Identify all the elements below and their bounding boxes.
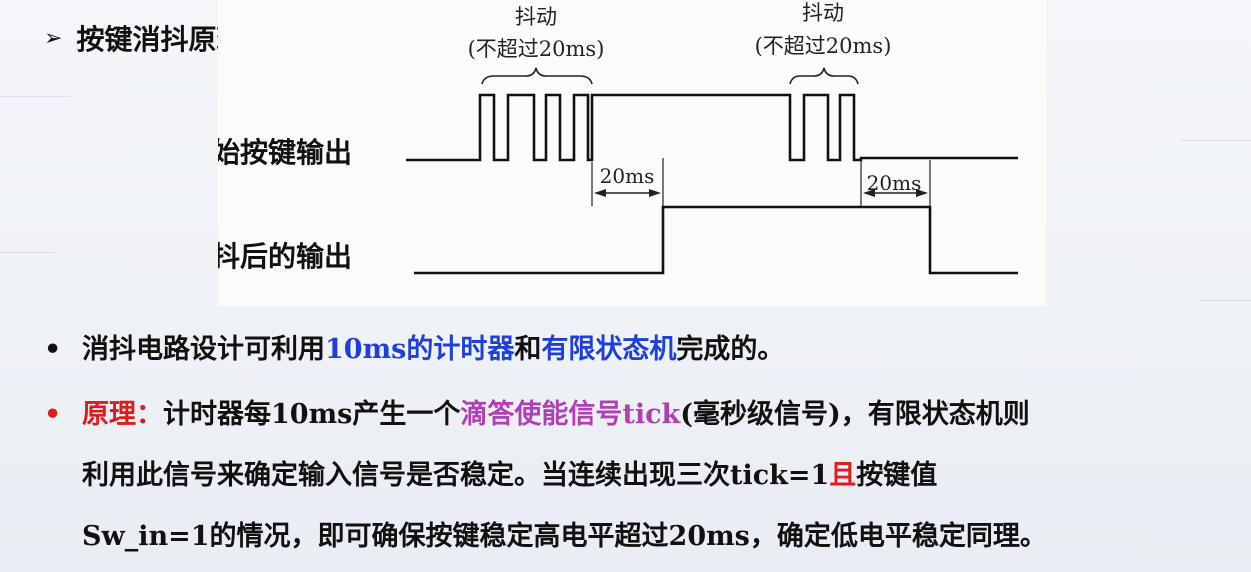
bounce-note-1: (不超过20ms)	[468, 37, 605, 61]
arrow-bullet-icon: ➢	[44, 25, 63, 51]
bullet-item-2-line-2: 利用此信号来确定输入信号是否稳定。当连续出现三次tick=1且按键值	[82, 460, 937, 492]
bullet-item-1: • 消抖电路设计可利用10ms的计时器和有限状态机完成的。	[44, 334, 784, 366]
bullet-dot: •	[44, 399, 62, 430]
principle-label: 原理：	[82, 399, 163, 430]
debounced-waveform	[414, 205, 1018, 275]
bullet-text: 计时器每10ms产生一个	[163, 399, 461, 430]
timing-diagram: 原始按键输出 消抖后的输出 抖动 (不超过20ms) 抖动 (不超过20ms) …	[218, 1, 1018, 275]
bounce-brace-2	[789, 67, 859, 85]
background-line	[1200, 300, 1251, 301]
bullet-text: 消抖电路设计可利用	[82, 334, 325, 365]
background-line	[1180, 140, 1251, 141]
bounce-brace-1	[481, 67, 593, 85]
bullet-item-2: • 原理：计时器每10ms产生一个滴答使能信号tick(毫秒级信号)，有限状态机则	[44, 399, 1030, 431]
background-line	[0, 252, 55, 253]
raw-button-waveform	[406, 93, 1018, 162]
bounce-note-2: (不超过20ms)	[755, 34, 892, 58]
bullet-item-2-line-3: Sw_in=1的情况，即可确保按键稳定高电平超过20ms，确定低电平稳定同理。	[82, 521, 1047, 553]
bullet-text: Sw_in=1的情况，即可确保按键稳定高电平超过20ms，确定低电平稳定同理。	[82, 521, 1047, 552]
bullet-text: (毫秒级信号)，有限状态机则	[680, 399, 1030, 430]
heading-row: ➢ 按键消抖原理	[44, 18, 244, 58]
background-line	[0, 96, 70, 97]
raw-output-label: 原始按键输出	[218, 136, 352, 169]
timing-diagram-panel: 原始按键输出 消抖后的输出 抖动 (不超过20ms) 抖动 (不超过20ms) …	[218, 0, 1046, 306]
arrowhead-left-icon	[594, 189, 606, 197]
bullet-dot: •	[44, 334, 62, 365]
highlight-and: 且	[829, 460, 857, 491]
bullet-text: 按键值	[856, 460, 938, 491]
debounced-output-label: 消抖后的输出	[218, 240, 352, 273]
highlight-timer: 10ms的计时器	[325, 334, 515, 365]
delay-label-1: 20ms	[600, 164, 655, 188]
bullet-text: 利用此信号来确定输入信号是否稳定。当连续出现三次tick=1	[82, 460, 830, 491]
delay-label-2: 20ms	[867, 171, 922, 195]
arrowhead-right-icon	[649, 189, 661, 197]
bullet-text: 和	[514, 334, 542, 365]
bounce-label-1: 抖动	[515, 5, 557, 29]
arrowhead-right-icon	[916, 189, 928, 197]
arrowhead-left-icon	[863, 189, 875, 197]
bullet-text: 完成的。	[676, 334, 785, 365]
highlight-fsm: 有限状态机	[541, 334, 677, 365]
bounce-label-2: 抖动	[802, 1, 844, 25]
page-title: 按键消抖原理	[76, 23, 245, 56]
highlight-tick: 滴答使能信号tick	[460, 399, 681, 430]
